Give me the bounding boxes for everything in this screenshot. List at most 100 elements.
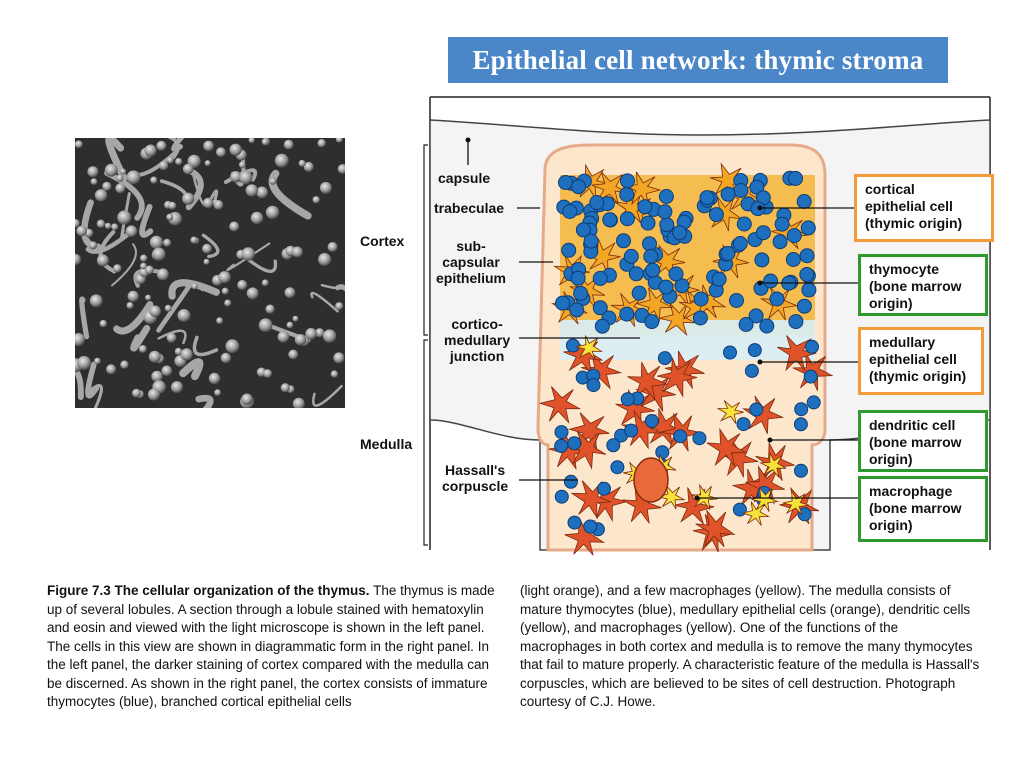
micrograph-cell — [140, 254, 148, 262]
thymocyte — [659, 217, 675, 233]
micrograph-strand — [120, 192, 131, 239]
micrograph-strand — [208, 189, 219, 204]
micrograph-cell — [204, 160, 211, 167]
micrograph-cell — [125, 225, 138, 237]
micrograph-cell — [166, 156, 174, 164]
micrograph-cell — [261, 279, 269, 287]
thymocyte — [586, 378, 601, 393]
micrograph-strand — [201, 233, 220, 259]
micrograph-cell — [303, 161, 314, 172]
thymocyte — [555, 295, 570, 311]
micrograph-cell — [241, 393, 253, 405]
thymocyte — [554, 425, 569, 440]
cortical-epithelial-cell — [591, 171, 628, 204]
medullary-epithelial-cell — [570, 480, 611, 520]
micrograph-cell — [182, 163, 194, 175]
micrograph-cell — [256, 186, 268, 199]
thymocyte — [563, 474, 578, 489]
micrograph-cell — [106, 364, 117, 375]
thymocyte — [738, 317, 754, 332]
micrograph-cell — [75, 219, 80, 228]
micrograph-cell — [150, 176, 158, 184]
micrograph-cell — [96, 254, 109, 267]
thymocyte — [637, 199, 653, 215]
micrograph-cell — [191, 283, 198, 290]
micrograph-strand — [111, 243, 137, 287]
micrograph-cell — [203, 258, 210, 265]
micrograph-cell — [284, 287, 296, 299]
thymocyte — [624, 423, 639, 438]
medullary-epithelial-cell — [627, 361, 669, 400]
thymocyte — [806, 395, 821, 410]
micrograph-strand — [104, 170, 145, 221]
thymocyte — [793, 417, 808, 432]
micrograph-cell — [221, 287, 229, 295]
micrograph-cell — [166, 332, 177, 343]
micrograph-cell — [89, 294, 103, 308]
micrograph-cell — [163, 238, 172, 247]
micrograph-cell — [75, 253, 81, 266]
thymocyte — [668, 266, 684, 282]
micrograph-strand — [310, 291, 339, 313]
thymocyte — [723, 345, 737, 360]
micrograph-cell — [319, 181, 332, 194]
micrograph-strand — [79, 296, 90, 340]
slide-title: Epithelial cell network: thymic stroma — [448, 37, 948, 83]
thymocyte — [774, 216, 790, 232]
figure-label: Figure 7.3 The cellular organization of … — [47, 583, 370, 598]
micrograph-cell — [274, 153, 289, 168]
micrograph-cell — [246, 287, 259, 300]
thymocyte — [708, 207, 724, 223]
micrograph-cell — [126, 170, 141, 185]
micrograph-cell — [214, 389, 222, 396]
micrograph-cell — [305, 328, 317, 340]
micrograph-cell — [120, 360, 129, 369]
thymocyte — [805, 339, 819, 354]
thymocyte — [554, 489, 569, 504]
medullary-epithelial-cell — [538, 386, 582, 424]
micrograph-cell — [87, 166, 99, 178]
dendritic-cell-box: dendritic cell (bone marrow origin) — [858, 410, 988, 472]
micrograph-cell — [127, 290, 139, 302]
thymocyte — [657, 204, 673, 220]
caption-right-column: (light orange), and a few macrophages (y… — [520, 583, 980, 709]
micrograph-cell — [113, 264, 122, 273]
thymocyte — [673, 429, 688, 444]
micrograph-cell — [156, 140, 167, 151]
micrograph-cell — [76, 225, 87, 237]
trabeculae-label: trabeculae — [434, 200, 505, 216]
micrograph-cell — [88, 241, 98, 250]
micrograph-strand — [113, 301, 154, 335]
micrograph-texture — [75, 138, 345, 408]
thymocyte — [573, 285, 589, 301]
micrograph-cell — [166, 213, 174, 221]
micrograph-cell — [140, 262, 147, 270]
micrograph-cell — [224, 299, 232, 307]
cortical-epithelial-cell-box: cortical epithelial cell (thymic origin) — [854, 174, 994, 242]
thymocyte — [602, 212, 618, 228]
micrograph-cell — [149, 305, 161, 318]
thymocyte — [616, 233, 631, 249]
micrograph-cell — [175, 157, 183, 166]
caption-left-text: The thymus is made up of several lobules… — [47, 583, 495, 709]
micrograph-cell — [317, 139, 326, 148]
thymocyte — [744, 363, 759, 378]
hassalls-corpuscle-label: Hassall's corpuscle — [442, 462, 509, 494]
micrograph-cell — [239, 170, 253, 185]
micrograph-cell — [126, 302, 134, 309]
micrograph-cell — [269, 177, 277, 185]
thymocyte — [699, 190, 715, 206]
thymocyte — [799, 248, 815, 264]
thymocyte — [575, 222, 591, 238]
thymocyte — [796, 298, 812, 314]
micrograph-cell — [265, 205, 280, 220]
micrograph-cell — [90, 178, 98, 185]
micrograph-strand — [139, 203, 154, 238]
thymocyte — [640, 215, 656, 231]
thymocyte — [693, 291, 709, 307]
thymocyte — [589, 195, 605, 210]
micrograph-cell — [220, 352, 232, 364]
micrograph-cell — [202, 197, 214, 209]
micrograph-cell — [145, 294, 152, 301]
thymocyte — [692, 310, 708, 326]
